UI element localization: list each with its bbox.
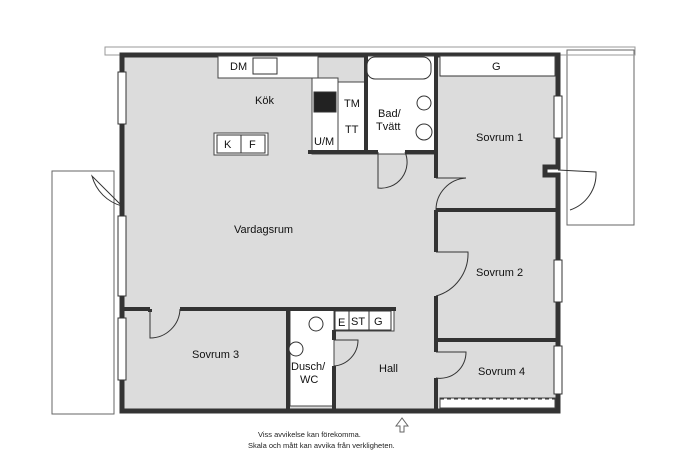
wardrobe-bottom bbox=[439, 397, 556, 409]
door-balcony-right bbox=[557, 169, 597, 211]
bathtub bbox=[366, 56, 432, 80]
balcony-left bbox=[51, 170, 115, 415]
door-sovrum2 bbox=[435, 251, 469, 297]
appliance-column bbox=[337, 81, 367, 155]
fixture-um: U/M bbox=[314, 136, 334, 148]
fixture-st: ST bbox=[351, 316, 365, 328]
room-sovrum3: Sovrum 3 bbox=[192, 349, 239, 361]
basin-bath bbox=[415, 123, 433, 141]
room-sovrum1: Sovrum 1 bbox=[476, 132, 523, 144]
fixture-f: F bbox=[249, 139, 256, 151]
room-sovrum4: Sovrum 4 bbox=[478, 366, 525, 378]
cabinet-g-hall bbox=[368, 310, 392, 331]
fixture-g-hall: G bbox=[374, 316, 383, 328]
fixture-tt: TT bbox=[345, 124, 359, 136]
stove bbox=[313, 91, 337, 113]
fixture-tm: TM bbox=[344, 98, 360, 110]
kitchen-column bbox=[311, 77, 339, 155]
room-dusch-line2: WC bbox=[300, 374, 318, 386]
balcony-right bbox=[566, 49, 635, 226]
room-vardagsrum: Vardagsrum bbox=[234, 224, 293, 236]
entrance-arrow-icon bbox=[395, 417, 409, 433]
door-balcony-left bbox=[91, 174, 123, 207]
room-sovrum2: Sovrum 2 bbox=[476, 267, 523, 279]
fixtures bbox=[216, 56, 555, 400]
room-bad-line2: Tvätt bbox=[376, 121, 400, 133]
cabinet-f bbox=[240, 134, 266, 154]
fixture-e: E bbox=[338, 317, 345, 329]
room-hall: Hall bbox=[379, 363, 398, 375]
room-bad-line1: Bad/ bbox=[378, 108, 402, 120]
door-bath bbox=[377, 151, 408, 189]
sink bbox=[252, 57, 278, 75]
disclaimer-line1: Viss avvikelse kan förekomma. bbox=[258, 430, 361, 439]
door-sovrum1 bbox=[435, 177, 467, 211]
door-swings bbox=[91, 151, 597, 379]
basin-dusch bbox=[288, 341, 304, 357]
door-sovrum4 bbox=[435, 351, 467, 379]
windows bbox=[117, 71, 563, 395]
door-dusch bbox=[333, 339, 359, 367]
room-kok: Kök bbox=[255, 95, 274, 107]
fixture-k: K bbox=[224, 139, 232, 151]
room-dusch-line1: Dusch/ bbox=[291, 361, 326, 373]
fixture-dm: DM bbox=[230, 61, 247, 73]
wc-dusch bbox=[308, 316, 324, 332]
fixture-g-top: G bbox=[492, 61, 501, 73]
balconies bbox=[51, 46, 636, 415]
disclaimer-line2: Skala och mått kan avvika från verklighe… bbox=[248, 441, 395, 450]
wc-bath bbox=[416, 95, 432, 111]
door-sovrum3 bbox=[149, 308, 181, 339]
